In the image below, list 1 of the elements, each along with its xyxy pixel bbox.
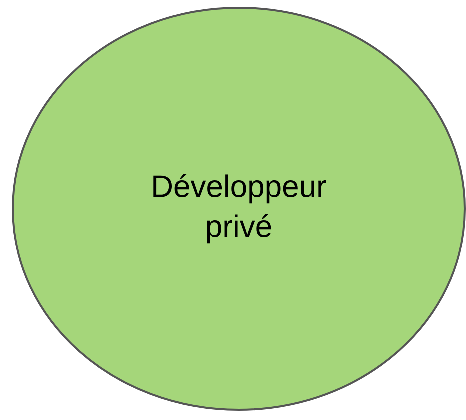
ellipse-node: Développeur privé bbox=[12, 7, 466, 411]
